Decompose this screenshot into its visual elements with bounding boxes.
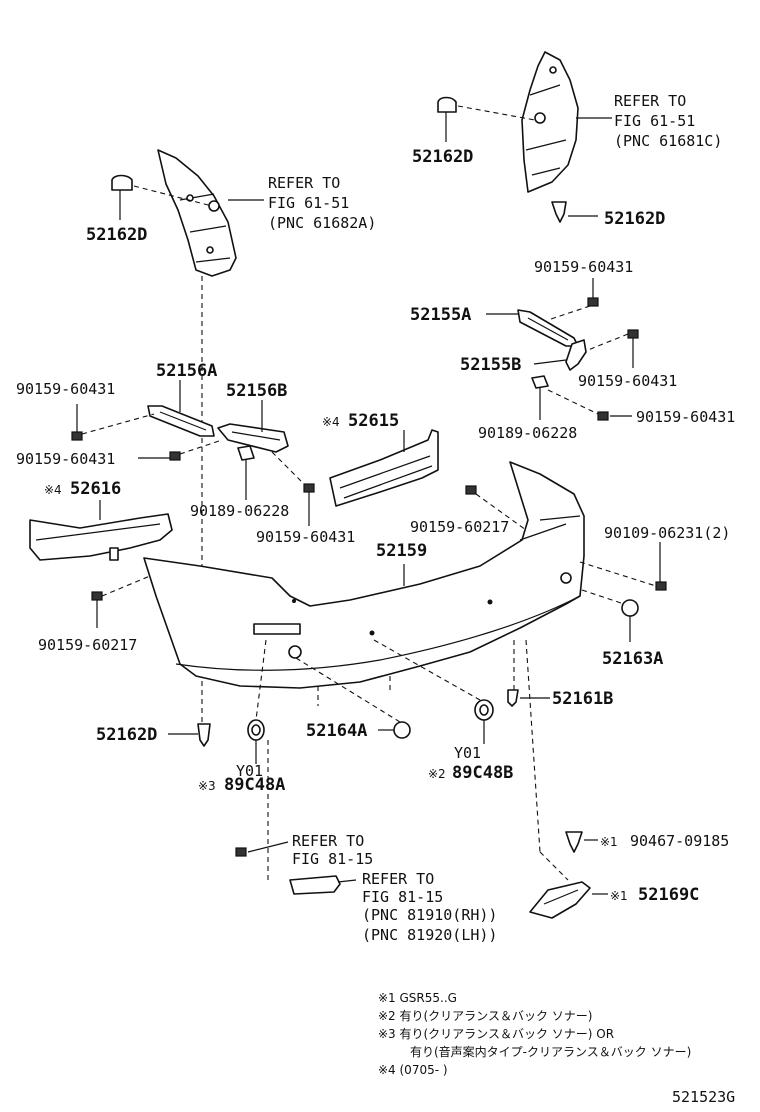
label-90159-60431: 90159-60431 [534,258,633,276]
absorber-52615 [329,429,439,507]
clip-52162D-top [437,96,457,142]
label-90159-60431: 90159-60431 [16,450,115,468]
label-90159-60431: 90159-60431 [16,380,115,398]
label-pnc-81920: (PNC 81920(LH)) [362,926,497,944]
bolt-60217-right [465,485,477,495]
sensor-89C48B [474,699,494,744]
footnotes: ※1 GSR55..G ※2 有り(クリアランス＆バック ソナー) ※3 有り(… [378,991,691,1077]
bolt-right-a [587,278,599,307]
retainer-52156B [217,423,289,453]
retainer-52155A [517,309,579,347]
bolt-60217-left [91,591,103,628]
label-refer-to: REFER TO [614,92,686,110]
label-90159-60217: 90159-60217 [38,636,137,654]
label-refer-to: REFER TO [292,832,364,850]
cap-52163A [621,599,639,642]
label-52159: 52159 [376,541,427,561]
reflector [289,875,341,895]
label-52162D: 52162D [96,725,157,745]
clip-90467 [565,831,583,853]
label-pnc-61681C: (PNC 61681C) [614,132,722,150]
label-90189-06228: 90189-06228 [478,424,577,442]
label-fig-61-51: FIG 61-51 [268,194,349,212]
label-fig-81-15: FIG 81-15 [362,888,443,906]
label-90109-06231: 90109-06231(2) [604,524,730,542]
sensor-89C48A [247,719,265,764]
cover-52164A [393,721,411,739]
label-52162D: 52162D [86,225,147,245]
footnote-3-cont: 有り(音声案内タイプ-クリアランス＆バック ソナー) [410,1044,691,1059]
footnote-4: ※4 (0705- ) [378,1063,448,1077]
label-y01: Y01 [454,744,481,762]
label-90467-09185: 90467-09185 [630,832,729,850]
label-pnc-61682A: (PNC 61682A) [268,214,376,232]
label-y01: Y01 [236,762,263,780]
footnote-2: ※2 有り(クリアランス＆バック ソナー) [378,1009,592,1023]
label-mark-2: ※2 [428,767,446,781]
bolt-right-c [597,411,609,421]
bolt-left-b [169,451,181,461]
label-52616: 52616 [70,479,121,499]
retainer-52156A [147,405,215,437]
label-89C48A: 89C48A [224,775,285,795]
bolt-left-c [303,483,315,526]
clip-52162D-bottom [197,723,211,747]
label-89C48B: 89C48B [452,763,513,783]
label-mark-1: ※1 [610,889,628,903]
label-52163A: 52163A [602,649,663,669]
upper-left-bracket [157,149,237,277]
label-mark-1: ※1 [600,835,618,849]
label-52156B: 52156B [226,381,287,401]
label-mark-3: ※3 [198,779,216,793]
figure-id: 521523G [672,1088,735,1106]
cover-52169C [529,881,591,919]
footnote-1: ※1 GSR55..G [378,991,457,1005]
label-90159-60431: 90159-60431 [636,408,735,426]
bumper-cover-52159 [143,461,585,689]
label-52155B: 52155B [460,355,521,375]
nut-90189-left [237,445,255,500]
bolt-right-b [627,329,639,368]
footnote-3: ※3 有り(クリアランス＆バック ソナー) OR [378,1027,614,1041]
label-52169C: 52169C [638,885,699,905]
label-52615: 52615 [348,411,399,431]
clip-52162D-left [111,174,133,220]
label-refer-to: REFER TO [362,870,434,888]
label-90159-60217: 90159-60217 [410,518,509,536]
label-fig-61-51: FIG 61-51 [614,112,695,130]
label-refer-to: REFER TO [268,174,340,192]
label-90159-60431: 90159-60431 [256,528,355,546]
upper-right-bracket [521,51,579,193]
label-52164A: 52164A [306,721,367,741]
nut-90189-right [531,375,549,420]
label-90159-60431: 90159-60431 [578,372,677,390]
label-layer: 52162D REFER TO FIG 61-51 (PNC 61681C) 5… [16,92,735,944]
label-mark-4: ※4 [322,415,340,429]
screw-90109 [655,542,667,591]
label-52155A: 52155A [410,305,471,325]
retainer-52155B [565,339,587,371]
clip-52161B [507,689,519,707]
bolt-left-a [71,404,83,441]
absorber-52616 [29,513,173,561]
clip-52162D-right [551,201,598,223]
label-52162D: 52162D [412,147,473,167]
label-pnc-81910: (PNC 81910(RH)) [362,906,497,924]
label-52162D: 52162D [604,209,665,229]
label-fig-81-15: FIG 81-15 [292,850,373,868]
label-52156A: 52156A [156,361,217,381]
label-mark-4: ※4 [44,483,62,497]
label-90189-06228: 90189-06228 [190,502,289,520]
bolt-refer-81-15 [235,847,247,857]
label-52161B: 52161B [552,689,613,709]
